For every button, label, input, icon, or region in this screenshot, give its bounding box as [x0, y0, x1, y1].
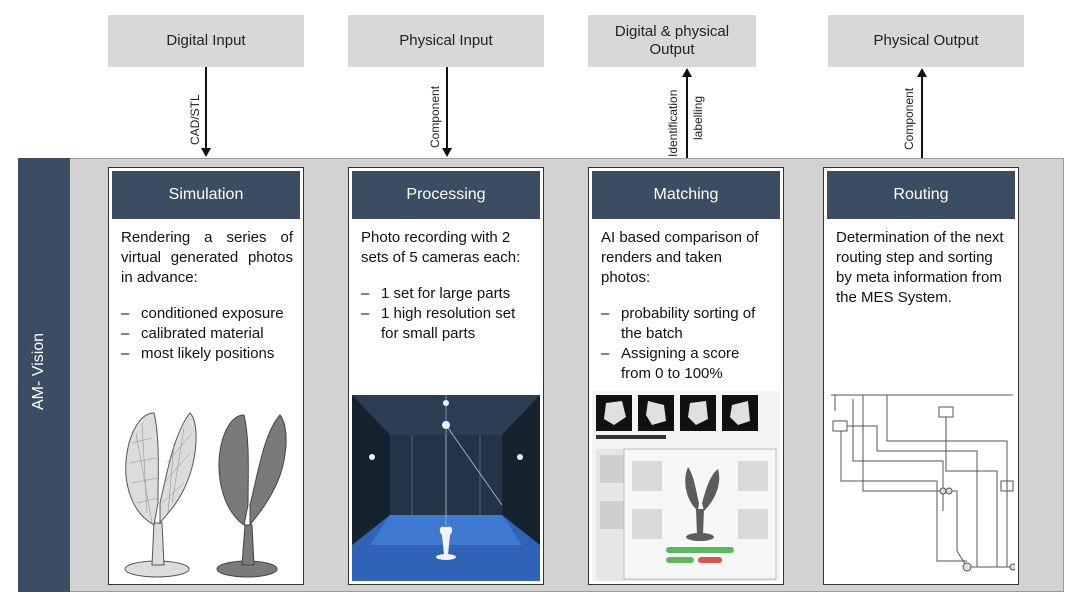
rendered-figurine-image [112, 393, 300, 581]
processing-bullet: 1 high resolution set for small parts [361, 304, 533, 344]
camera-chamber-photo [352, 395, 540, 581]
simulation-description: Rendering a series of virtual generated … [121, 229, 293, 286]
processing-bullet: 1 set for large parts [361, 284, 533, 304]
digital-physical-output-box: Digital & physical Output [588, 15, 756, 67]
simulation-bullet: most likely positions [121, 344, 293, 364]
digital-physical-output-line2: Output [649, 41, 695, 58]
matching-header: Matching [592, 171, 780, 219]
routing-description: Determination of the next routing step a… [836, 229, 1004, 306]
matching-screenshot-image [592, 391, 780, 581]
cad-stl-label: CAD/STL [188, 94, 202, 145]
matching-bullet: Assigning a score from 0 to 100% [601, 344, 773, 384]
processing-body: Photo recording with 2 sets of 5 cameras… [361, 228, 533, 344]
physical-input-label: Physical Input [399, 32, 493, 49]
processing-header: Processing [352, 171, 540, 219]
digital-input-box: Digital Input [108, 15, 304, 67]
simulation-bullets: conditioned exposure calibrated material… [121, 304, 293, 364]
routing-title: Routing [893, 186, 949, 203]
matching-body: AI based comparison of renders and taken… [601, 228, 773, 384]
physical-output-label: Physical Output [873, 32, 979, 49]
matching-bullets: probability sorting of the batch Assigni… [601, 304, 773, 384]
simulation-title: Simulation [168, 186, 244, 203]
simulation-header: Simulation [112, 171, 300, 219]
digital-physical-output-line1: Digital & physical [614, 23, 730, 40]
processing-title: Processing [406, 186, 486, 203]
am-vision-label: AM- Vision [30, 332, 47, 410]
processing-bullets: 1 set for large parts 1 high resolution … [361, 284, 533, 344]
physical-output-box: Physical Output [828, 15, 1024, 67]
matching-card: Matching AI based comparison of renders … [588, 167, 784, 585]
identification-label: Identification [666, 89, 680, 157]
routing-card: Routing Determination of the next routin… [823, 167, 1019, 585]
routing-schematic-image [827, 391, 1015, 581]
routing-header: Routing [827, 171, 1015, 219]
processing-description: Photo recording with 2 sets of 5 cameras… [361, 229, 521, 266]
matching-description: AI based comparison of renders and taken… [601, 229, 759, 286]
simulation-card: Simulation Rendering a series of virtual… [108, 167, 304, 585]
labelling-label: labelling [691, 95, 705, 140]
component-out-label: Component [902, 87, 916, 150]
simulation-bullet: calibrated material [121, 324, 293, 344]
digital-input-label: Digital Input [166, 32, 246, 49]
simulation-bullet: conditioned exposure [121, 304, 293, 324]
routing-body: Determination of the next routing step a… [836, 228, 1008, 308]
component-in-label: Component [428, 85, 442, 148]
simulation-body: Rendering a series of virtual generated … [121, 228, 293, 364]
matching-bullet: probability sorting of the batch [601, 304, 773, 344]
processing-card: Processing Photo recording with 2 sets o… [348, 167, 544, 585]
matching-title: Matching [653, 186, 719, 203]
am-vision-sidebar [18, 158, 70, 592]
physical-input-box: Physical Input [348, 15, 544, 67]
